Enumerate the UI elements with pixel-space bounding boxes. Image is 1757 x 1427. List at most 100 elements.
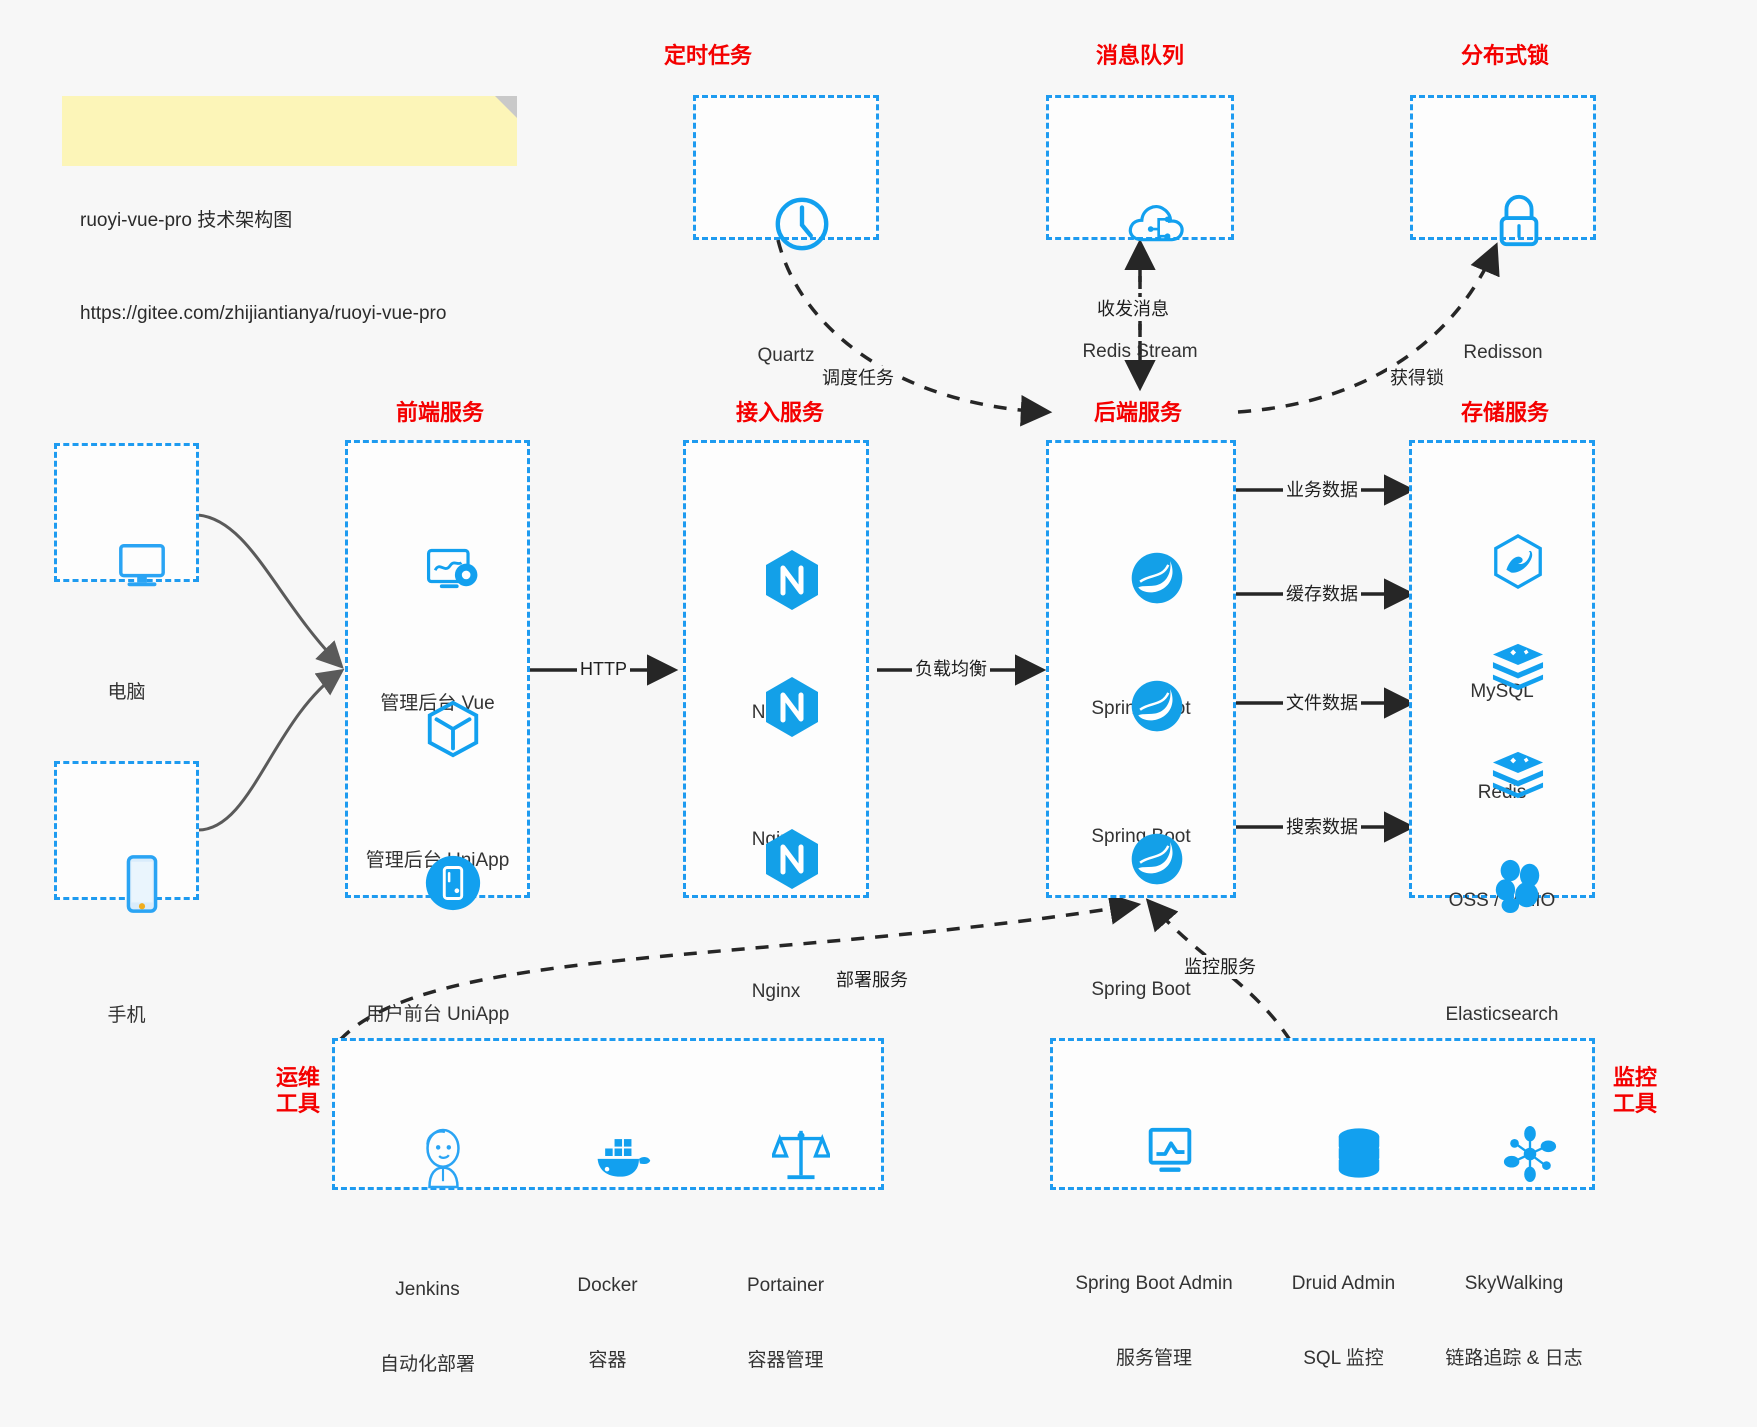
node-nginx-3[interactable]: Nginx (683, 752, 869, 1054)
group-title-lock: 分布式锁 (1460, 43, 1549, 68)
group-title-devops: 运维 工具 (275, 1065, 320, 1116)
nginx-icon (683, 802, 869, 923)
group-title-storage: 存储服务 (1460, 400, 1549, 425)
node-label-docker: Docker (577, 1275, 638, 1296)
node-redis-stream[interactable]: Redis Stream (1046, 118, 1234, 414)
spring-boot-icon (1046, 804, 1236, 921)
node-label-quartz: Quartz (757, 345, 815, 366)
node-label-mobile: 手机 (107, 1005, 146, 1026)
edge-label-deploy-service: 部署服务 (833, 968, 911, 992)
monitor-chart-icon (1058, 1100, 1250, 1215)
node-label-redisson: Redisson (1463, 342, 1543, 363)
edge-label-business-data: 业务数据 (1283, 478, 1361, 502)
elasticsearch-icon (1409, 833, 1595, 946)
cloud-network-icon (1046, 168, 1234, 283)
node-springboot-3[interactable]: Spring Boot (1046, 754, 1236, 1052)
scales-icon (698, 1100, 873, 1217)
edge-label-acquire-lock: 获得锁 (1387, 366, 1447, 390)
clock-icon (693, 168, 879, 287)
edge-label-send-receive-message: 收发消息 (1094, 297, 1172, 321)
group-client-pc (54, 443, 199, 582)
node-pc[interactable]: 电脑 (54, 465, 199, 755)
edge-label-search-data: 搜索数据 (1283, 815, 1361, 839)
node-sublabel-portainer: 容器管理 (747, 1350, 824, 1371)
node-druid-admin[interactable]: Druid Admin SQL 监控 (1256, 1050, 1431, 1421)
database-icon (1256, 1100, 1431, 1215)
node-label-nginx-3: Nginx (751, 981, 801, 1002)
node-label-redis-stream: Redis Stream (1082, 341, 1198, 362)
group-title-scheduler: 定时任务 (663, 43, 752, 68)
redis-icon (1409, 615, 1595, 724)
node-label-elasticsearch: Elasticsearch (1445, 1004, 1559, 1025)
note-fold-corner (495, 96, 517, 118)
wire-pc-to-frontend (197, 513, 344, 669)
node-sublabel-spring-boot-admin: 服务管理 (1115, 1348, 1192, 1369)
mysql-icon (1409, 508, 1595, 623)
sticky-note: ruoyi-vue-pro 技术架构图 https://gitee.com/zh… (62, 96, 517, 324)
group-title-backend: 后端服务 (1093, 400, 1182, 425)
node-redis[interactable]: Redis (1409, 565, 1595, 855)
node-portainer[interactable]: Portainer 容器管理 (698, 1050, 873, 1423)
oss-minio-icon (1409, 723, 1595, 832)
node-admin-uniapp[interactable]: 管理后台 UniApp (345, 623, 530, 923)
node-docker[interactable]: Docker 容器 (520, 1052, 695, 1423)
node-label-jenkins: Jenkins (395, 1279, 460, 1300)
node-mobile[interactable]: 手机 (54, 778, 199, 1078)
edge-label-http: HTTP (577, 657, 630, 681)
docker-icon (520, 1102, 695, 1217)
node-label-portainer: Portainer (746, 1275, 825, 1296)
group-lock (1410, 95, 1596, 240)
group-frontend (345, 440, 530, 898)
nginx-icon (683, 523, 869, 644)
group-scheduler (693, 95, 879, 240)
node-user-uniapp[interactable]: 用户前台 UniApp (345, 777, 530, 1077)
node-label-pc: 电脑 (107, 682, 146, 703)
node-label-spring-boot-admin: Spring Boot Admin (1075, 1273, 1233, 1294)
edge-label-cache-data: 缓存数据 (1283, 582, 1361, 606)
node-sublabel-skywalking: 链路追踪 & 日志 (1445, 1348, 1583, 1369)
node-sublabel-docker: 容器 (588, 1350, 627, 1371)
mobile-circle-icon (345, 827, 530, 946)
node-admin-vue[interactable]: 管理后台 Vue (345, 470, 530, 766)
jenkins-icon (340, 1102, 515, 1221)
hexagon-cube-icon (345, 673, 530, 792)
architecture-diagram-canvas: ruoyi-vue-pro 技术架构图 https://gitee.com/zh… (54, 43, 1658, 1375)
node-sublabel-jenkins: 自动化部署 (379, 1354, 475, 1375)
node-springboot-2[interactable]: Spring Boot (1046, 601, 1236, 899)
node-label-druid-admin: Druid Admin (1291, 1273, 1396, 1294)
node-redisson[interactable]: Redisson (1410, 115, 1596, 415)
wire-mobile-to-frontend (197, 668, 345, 832)
group-title-frontend: 前端服务 (395, 400, 484, 425)
node-label-redis: Redis (1477, 782, 1527, 803)
edge-label-schedule-task: 调度任务 (819, 366, 897, 390)
note-line-title: ruoyi-vue-pro 技术架构图 (80, 210, 293, 231)
spring-boot-icon (1046, 651, 1236, 768)
node-label-user-uniapp: 用户前台 UniApp (365, 1004, 510, 1025)
group-backend (1046, 440, 1236, 898)
edge-label-load-balance: 负载均衡 (912, 657, 990, 681)
desktop-monitor-icon (54, 515, 199, 624)
node-quartz[interactable]: Quartz (693, 118, 879, 418)
group-title-mq: 消息队列 (1095, 43, 1184, 68)
group-monitor (1050, 1038, 1595, 1190)
skywalking-icon (1424, 1100, 1604, 1215)
padlock-icon (1410, 165, 1596, 284)
node-label-springboot-3: Spring Boot (1091, 979, 1191, 1000)
group-mq (1046, 95, 1234, 240)
nginx-icon (683, 650, 869, 771)
edge-label-file-data: 文件数据 (1283, 691, 1361, 715)
smartphone-icon (54, 828, 199, 947)
group-title-monitor: 监控 工具 (1613, 1065, 1658, 1116)
node-label-skywalking: SkyWalking (1464, 1273, 1564, 1294)
note-line-url: https://gitee.com/zhijiantianya/ruoyi-vu… (80, 303, 447, 324)
group-title-gateway: 接入服务 (735, 400, 824, 425)
edge-label-monitor-service: 监控服务 (1181, 955, 1259, 979)
dashboard-gear-icon (345, 520, 530, 635)
node-spring-boot-admin[interactable]: Spring Boot Admin 服务管理 (1058, 1050, 1250, 1421)
node-elasticsearch[interactable]: Elasticsearch (1409, 783, 1595, 1077)
node-jenkins[interactable]: Jenkins 自动化部署 (340, 1052, 515, 1427)
node-skywalking[interactable]: SkyWalking 链路追踪 & 日志 (1424, 1050, 1604, 1421)
node-sublabel-druid-admin: SQL 监控 (1303, 1348, 1384, 1369)
node-label-admin-vue: 管理后台 Vue (380, 693, 495, 714)
group-gateway (683, 440, 869, 898)
